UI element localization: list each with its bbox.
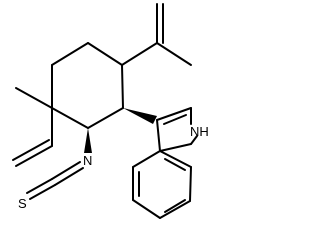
nitrogen-carbon-double-bond-a — [54, 167, 84, 186]
indole-pyrrole-bond-3 — [156, 119, 161, 152]
indole-pyrrole-bond-4 — [159, 143, 192, 152]
isopropenyl-methyl-bond — [156, 42, 192, 66]
benzene-bond-5 — [189, 166, 192, 202]
wedge-bond-to-nitrogen — [84, 128, 92, 153]
isopropenyl-bond — [121, 42, 158, 66]
benzene-inner-double-bond-3 — [164, 158, 186, 171]
quaternary-center — [12, 87, 53, 167]
ring-bond-5 — [51, 107, 89, 129]
indole-pyrrole-bond-5 — [190, 135, 198, 145]
vinyl-double-bond-b — [12, 139, 50, 161]
indole-system — [123, 107, 198, 219]
wedge-bond-to-indole — [123, 108, 157, 124]
vinyl-double-bond-a — [15, 145, 53, 167]
ring-bond-3 — [121, 64, 124, 109]
indole-pyrrole-double-bond — [163, 114, 187, 125]
carbon-sulfur-double-bond-a — [29, 184, 56, 200]
benzene-bond-3 — [132, 199, 161, 219]
nh-label: NH — [190, 124, 209, 139]
nitrogen-label: N — [83, 153, 92, 168]
methyl-bond — [15, 87, 53, 109]
benzene-bond-4 — [159, 200, 191, 219]
ring-bond-1 — [51, 42, 89, 66]
ring-bond-4 — [87, 107, 124, 129]
cyclohexane-ring — [51, 42, 124, 129]
isopropenyl-group — [121, 3, 192, 66]
ring-bond-2 — [87, 42, 123, 66]
sulfur-label: S — [18, 196, 27, 211]
benzene-inner-double-bond-2 — [164, 199, 186, 213]
molecule-canvas: NH N S — [12, 3, 209, 219]
indole-pyrrole-bond-1 — [156, 107, 192, 121]
benzene-bond-6 — [159, 150, 192, 168]
isothiocyanate-group — [26, 128, 92, 200]
benzene-bond-1 — [132, 150, 161, 168]
carbon-sulfur-double-bond-b — [26, 178, 53, 194]
nitrogen-carbon-double-bond-b — [51, 161, 81, 180]
chemical-structure-diagram: NH N S — [12, 3, 209, 219]
